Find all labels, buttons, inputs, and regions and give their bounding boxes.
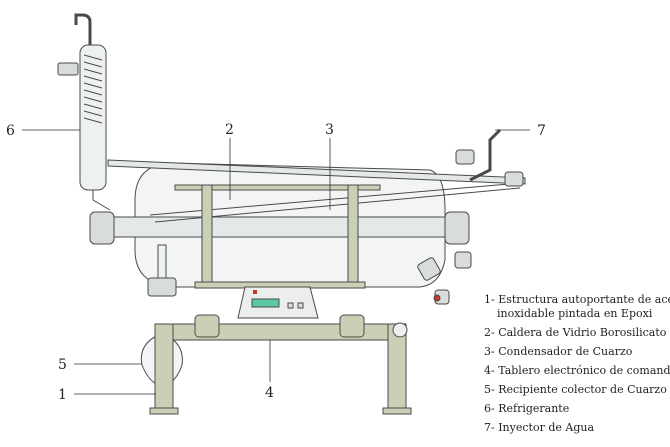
refrigerant-top-hook [74, 13, 92, 45]
callout-2: 2 [225, 122, 234, 138]
legend: 1- Estructura autoportante de acero inox… [484, 290, 670, 437]
support-frame [149, 184, 412, 415]
right-end-cap [444, 211, 470, 245]
refrigerant-column [79, 44, 107, 191]
legend-item-4: 4- Tablero electrónico de comando [484, 364, 670, 377]
callout-3: 3 [325, 122, 334, 138]
legend-item-5: 5- Recipiente colector de Cuarzo [484, 383, 667, 396]
quartz-condenser-tube [107, 159, 526, 185]
main-tube [99, 216, 461, 238]
legend-item-3: 3- Condensador de Cuarzo [484, 345, 633, 358]
drain-valve [417, 257, 441, 281]
legend-item-1-cont: inoxidable pintada en Epoxi [497, 307, 653, 320]
callout-4: 4 [265, 385, 274, 401]
collector-neck [157, 244, 167, 281]
legend-item-6: 6- Refrigerante [484, 402, 570, 415]
callout-1: 1 [58, 387, 67, 403]
leader-lines [22, 129, 530, 395]
legend-item-1: 1- Estructura autoportante de acero [484, 293, 670, 306]
control-panel [237, 286, 319, 319]
panel-logo [253, 290, 257, 294]
collector-valve [147, 277, 177, 297]
refrigerant-inlet-nozzle [57, 62, 79, 76]
legend-item-7: 7- Inyector de Agua [484, 421, 594, 434]
callout-7: 7 [537, 123, 546, 139]
callout-6: 6 [6, 123, 15, 139]
callout-5: 5 [58, 357, 67, 373]
left-end-cap [89, 211, 115, 245]
refrigerant-coil [83, 54, 103, 124]
panel-button [297, 302, 304, 309]
panel-button [287, 302, 294, 309]
water-injector [469, 128, 502, 182]
panel-display [251, 298, 280, 308]
legend-item-2: 2- Caldera de Vidrio Borosilicato [484, 326, 667, 339]
